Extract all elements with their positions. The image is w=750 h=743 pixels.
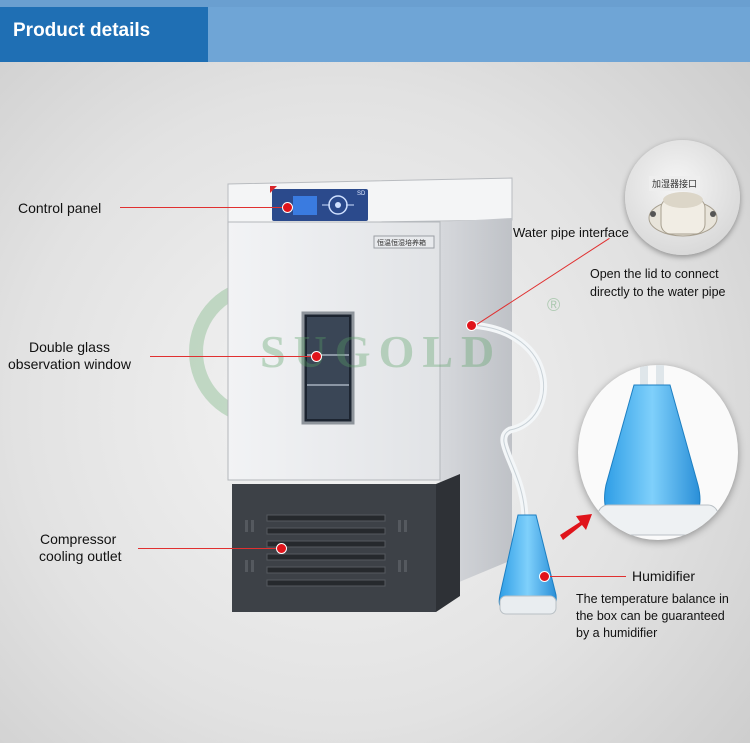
water-note-line2: directly to the water pipe [590,285,726,299]
compressor-marker [276,543,287,554]
humid-note-line1: The temperature balance in [576,592,729,606]
window-label-line1: Double glass [29,339,110,355]
compressor-label-line2: cooling outlet [39,548,122,564]
humid-note-line2: the box can be guaranteed [576,609,725,623]
humid-note-line3: by a humidifier [576,626,658,640]
humidifier-marker [539,571,550,582]
humidifier-line [546,576,626,577]
panel-code-label: 恒温恒湿培养箱 [377,239,426,247]
window-marker [311,351,322,362]
watermark-registered-mark: ® [547,295,561,315]
window-label-line2: observation window [8,356,131,372]
interface-tag: 加湿器接口 [649,176,701,191]
water-pipe-marker [466,320,477,331]
compressor-line [138,548,282,549]
humidifier-label: Humidifier [632,568,696,584]
display-model-label: SD [357,191,366,197]
watermark-text: SUGOLD [260,326,503,377]
header-strip [208,7,750,62]
header-tab: Product details [0,7,208,62]
water-note-line1: Open the lid to connect [590,267,719,281]
water-pipe-label: Water pipe interface [513,225,629,240]
water-interface-zoom: 加湿器接口 [625,140,740,255]
compressor-label-line1: Compressor [40,531,117,547]
control-panel-label: Control panel [18,200,102,216]
header-bar: Product details [0,0,750,62]
header-title: Product details [13,20,151,41]
window-line [150,356,316,357]
control-panel-marker [282,202,293,213]
humidifier-zoom [578,365,738,540]
control-panel-line [120,207,290,208]
